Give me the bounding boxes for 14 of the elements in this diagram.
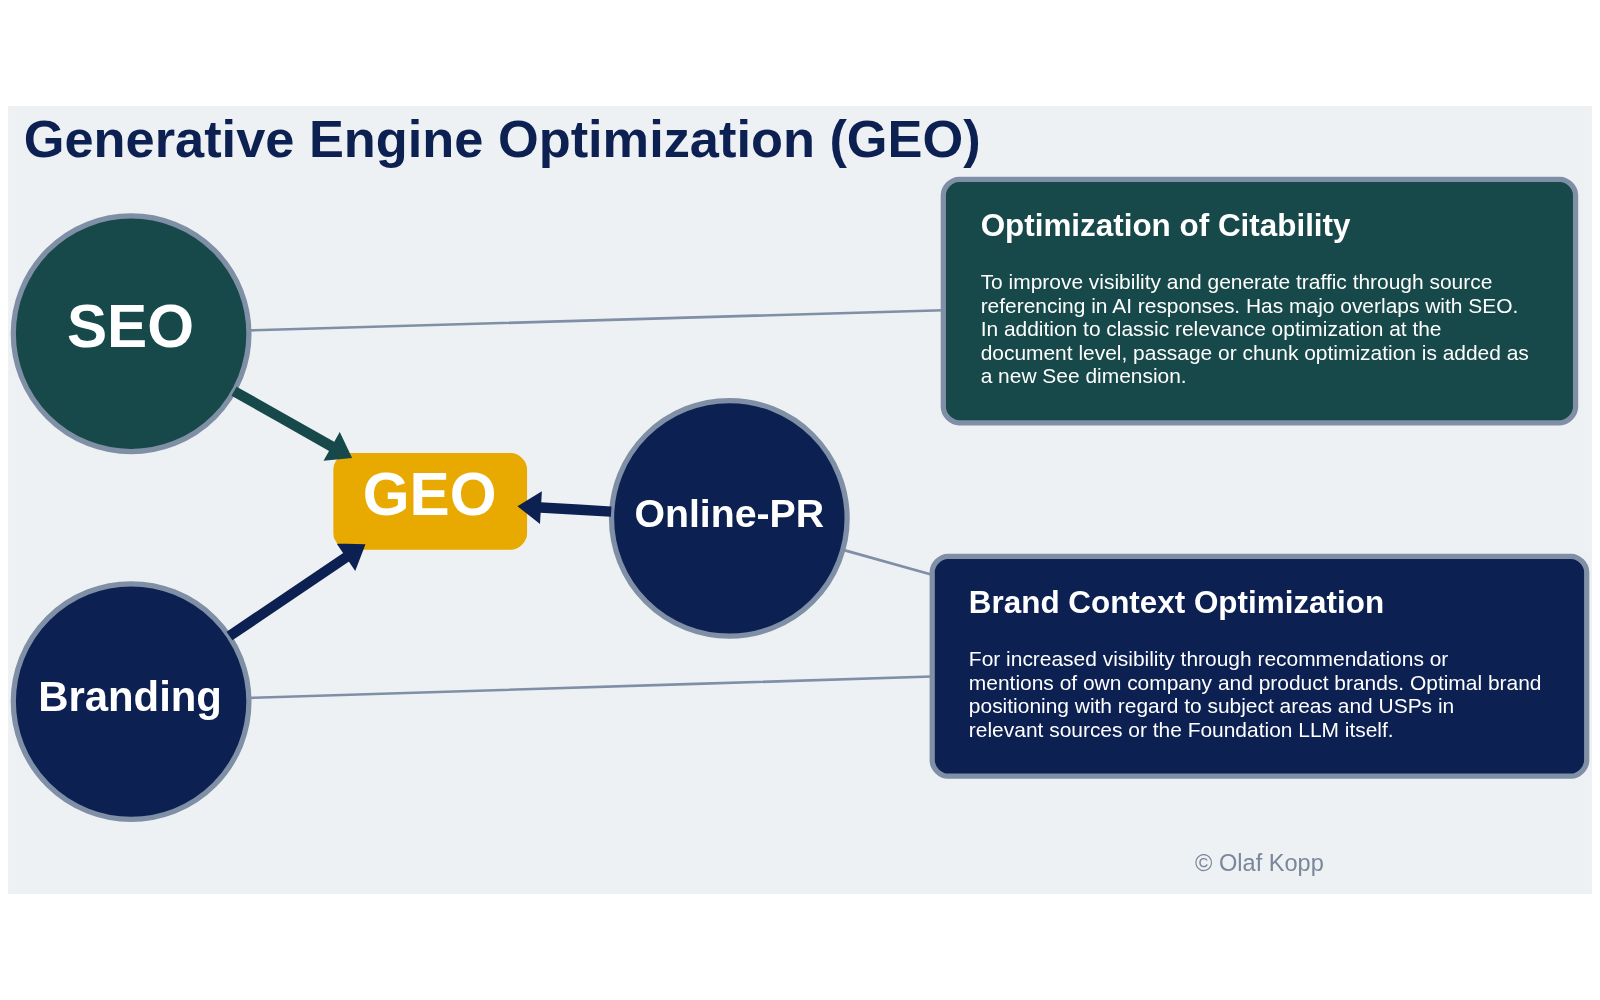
label: © Olaf Kopp bbox=[1195, 849, 1324, 876]
node-circle: SEO bbox=[10, 213, 252, 455]
diagram-title: Generative Engine Optimization (GEO) bbox=[23, 110, 981, 169]
arrow bbox=[226, 543, 366, 641]
node-box: Brand Context Optimization For increased visibility through recommendations or mentions of own company and product brands. Optimal brand positioning with regard to subject areas and USPs in relevant sources or the Foundation LLM itself. bbox=[929, 553, 1590, 779]
node-box: GEO bbox=[333, 452, 528, 550]
node-circle: Branding bbox=[10, 581, 252, 822]
connector bbox=[249, 675, 932, 700]
node-box: Optimization of Citability To improve visibility and generate traffic through source referencing in AI responses. Has majo overlaps with SEO. In addition to classic relevance optimization at the document level, passage or chunk optimization is added as a new See dimension. bbox=[940, 176, 1579, 426]
arrow bbox=[231, 386, 353, 461]
arrow bbox=[517, 491, 612, 525]
connector bbox=[249, 308, 944, 332]
node-circle: Online-PR bbox=[608, 397, 850, 639]
connector bbox=[842, 548, 933, 577]
